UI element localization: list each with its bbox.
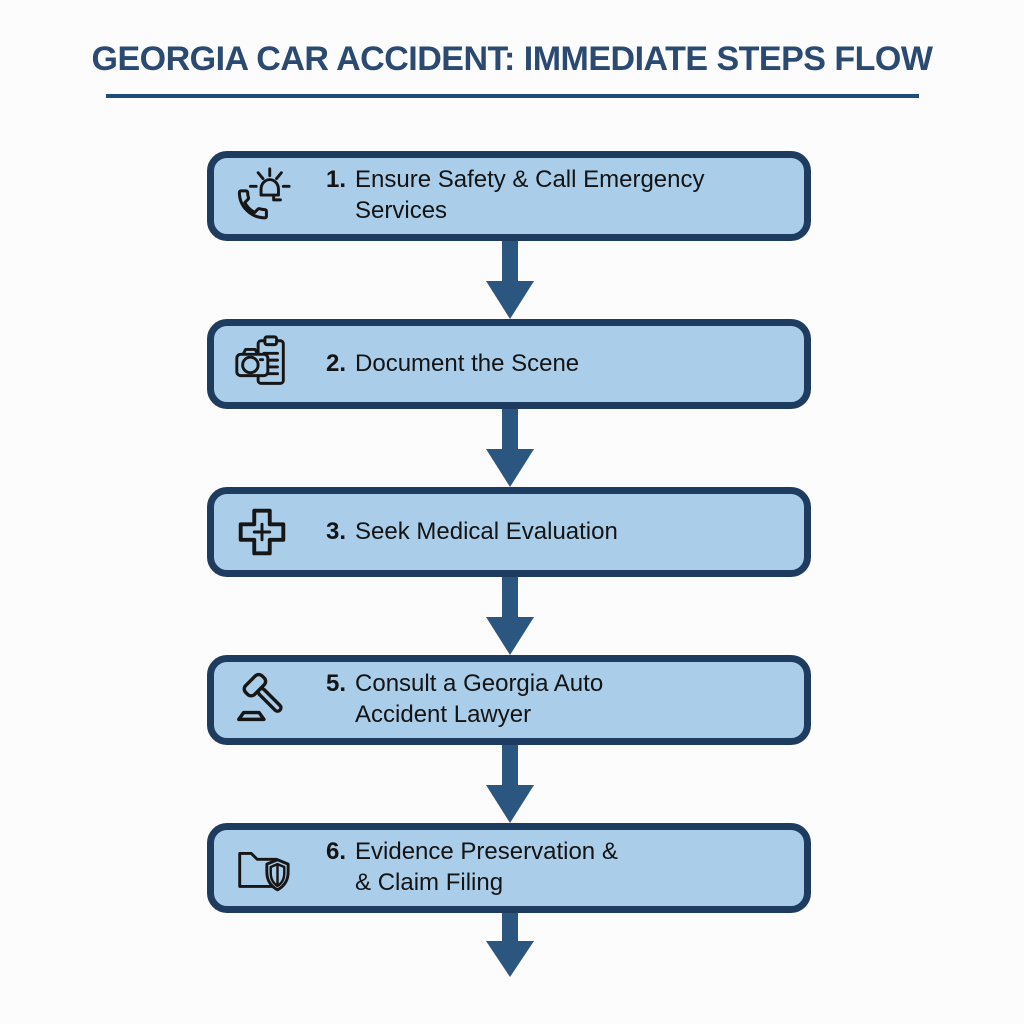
step-label: 5. Consult a Georgia Auto Accident Lawye… (326, 670, 604, 728)
phone-alert-icon (230, 164, 294, 228)
flow-arrow-down-icon (482, 409, 538, 487)
folder-shield-icon (230, 836, 294, 900)
flow-arrow-down-icon (482, 913, 538, 977)
step-label: 3. Seek Medical Evaluation (326, 517, 618, 545)
camera-clipboard-icon (230, 332, 294, 396)
step-label: 6. Evidence Preservation & & Claim Filin… (326, 838, 618, 896)
flow-arrow-down-icon (482, 241, 538, 319)
step-box-2: 2. Document the Scene (207, 319, 811, 409)
flow-arrow-down-icon (482, 745, 538, 823)
step-box-5: 6. Evidence Preservation & & Claim Filin… (207, 823, 811, 913)
flow-arrow-down-icon (482, 577, 538, 655)
title-underline (106, 94, 919, 98)
step-label: 1. Ensure Safety & Call Emergency Servic… (326, 166, 705, 224)
page-title: GEORGIA CAR ACCIDENT: IMMEDIATE STEPS FL… (91, 40, 933, 78)
step-box-1: 1. Ensure Safety & Call Emergency Servic… (207, 151, 811, 241)
step-box-3: 3. Seek Medical Evaluation (207, 487, 811, 577)
step-label: 2. Document the Scene (326, 349, 580, 377)
gavel-icon (230, 668, 294, 732)
step-box-4: 5. Consult a Georgia Auto Accident Lawye… (207, 655, 811, 745)
medical-cross-icon (230, 500, 294, 564)
